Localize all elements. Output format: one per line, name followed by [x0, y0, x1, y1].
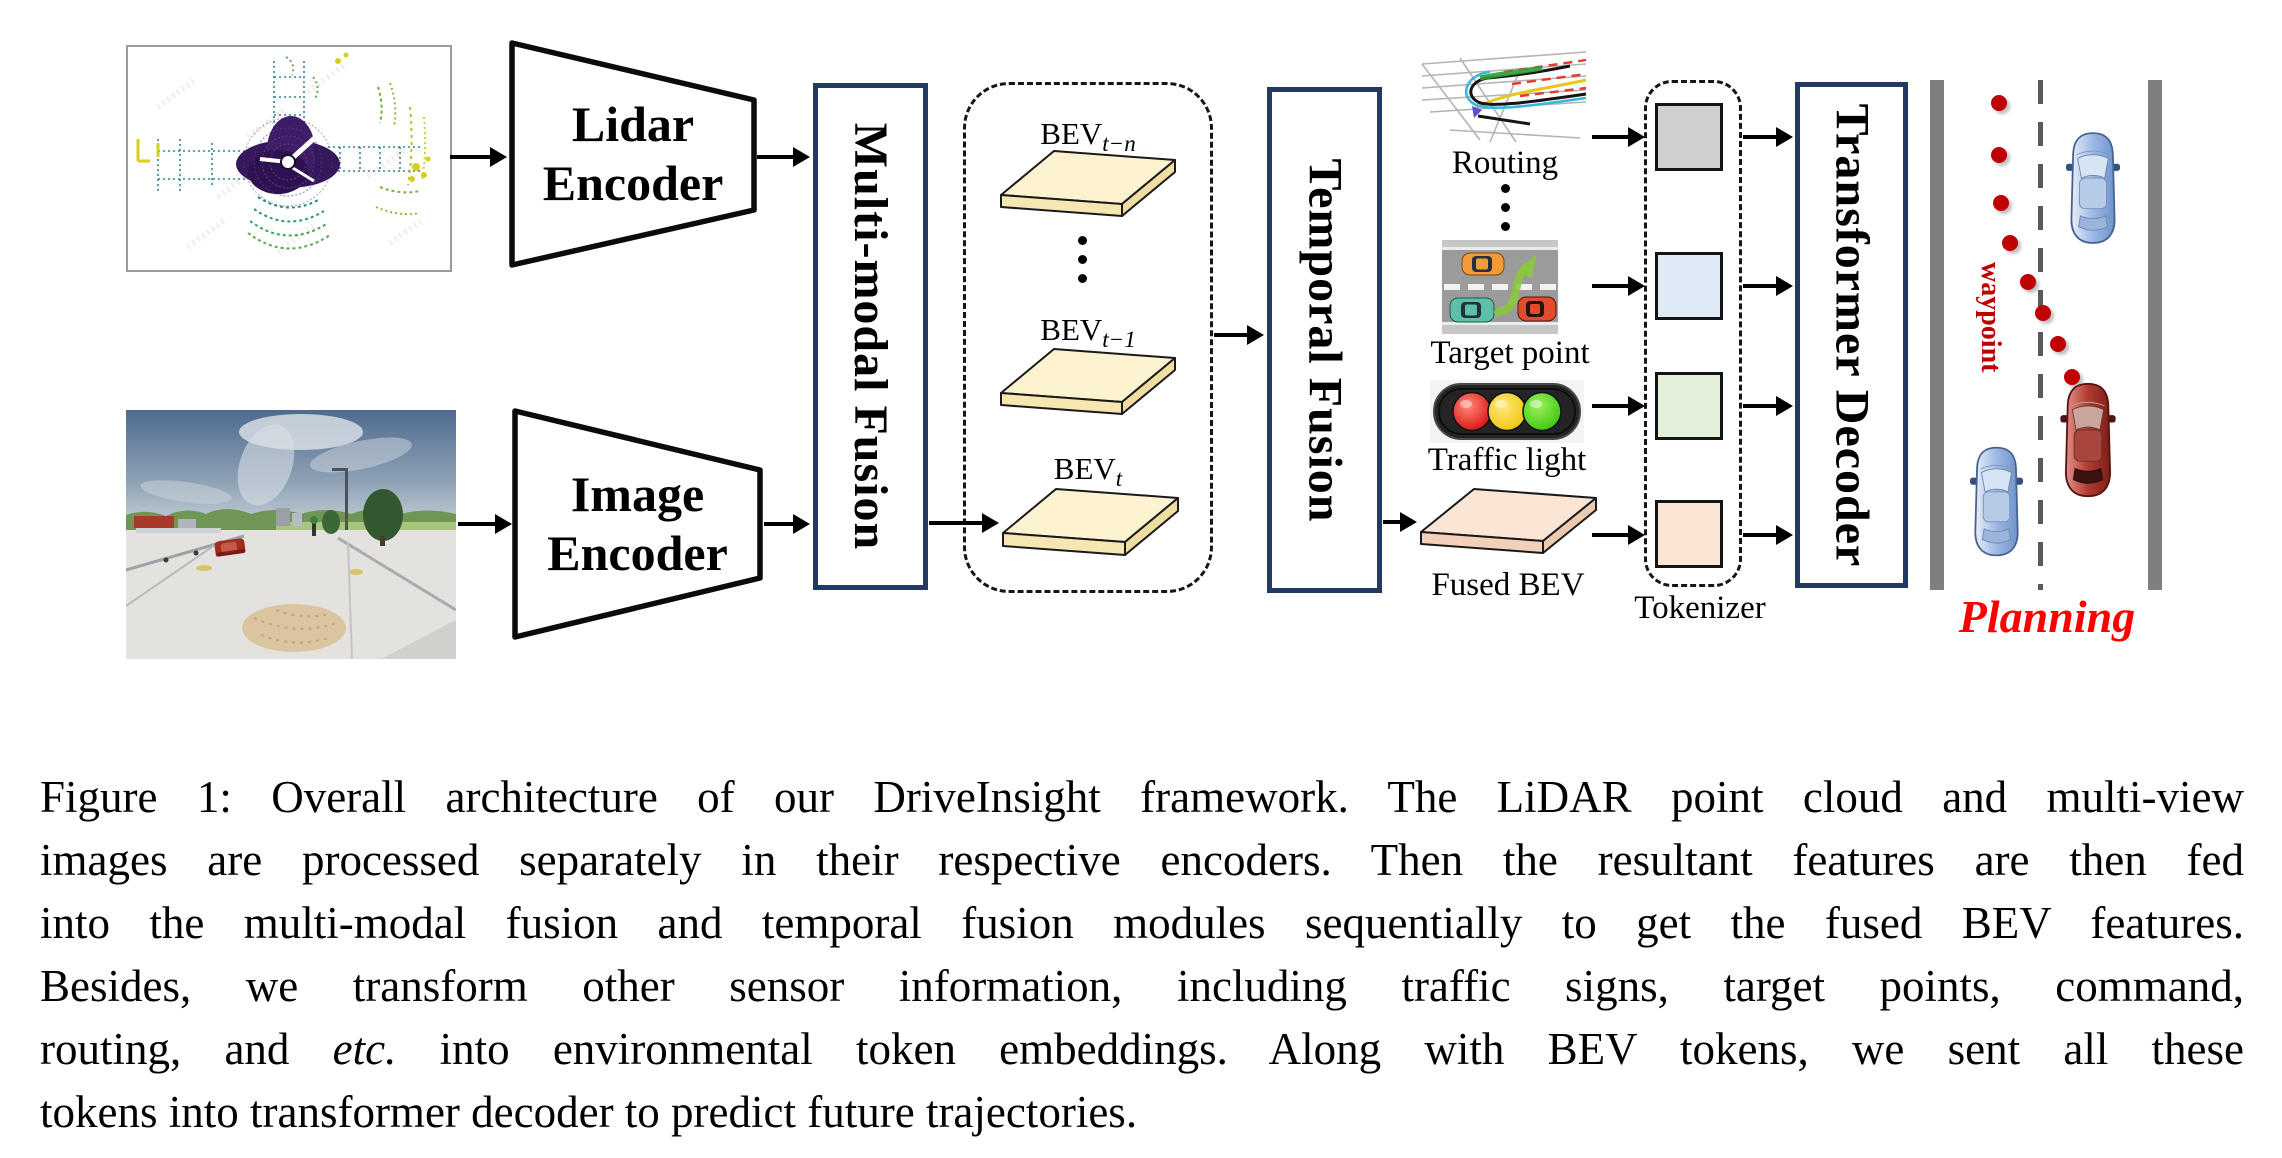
fused-bev-label: Fused BEV [1431, 567, 1585, 603]
waypoint-dot [2064, 369, 2080, 385]
caption-line: tokens into transformer decoder to predi… [40, 1087, 1138, 1137]
arrow-imageencoder-to-fusion [764, 522, 793, 526]
tokenizer-label: Tokenizer [1634, 590, 1766, 626]
image-encoder-label: Image Encoder [512, 408, 763, 640]
caption-line: into the multi-modal fusion and temporal… [40, 898, 2244, 948]
token-fused-bev [1655, 500, 1723, 568]
bev-t-slab [1002, 488, 1179, 556]
multimodal-fusion-box: Multi-modal Fusion [813, 83, 928, 590]
transformer-decoder-label: Transformer Decoder [1825, 103, 1879, 567]
arrow-lidar-to-encoder [450, 155, 490, 159]
other-car-blue-top [2066, 132, 2120, 244]
image-encoder-line2: Encoder [547, 525, 728, 581]
multimodal-fusion-label: Multi-modal Fusion [844, 122, 898, 551]
lidar-encoder-line1: Lidar [571, 96, 695, 152]
arrow-bevstack-to-temporal [1214, 333, 1247, 337]
temporal-fusion-label: Temporal Fusion [1298, 158, 1351, 522]
caption-line: routing, and etc. into environmental tok… [40, 1018, 2244, 1081]
lidar-pointcloud-graphic [136, 52, 431, 255]
caption-line: Besides, we transform other sensor infor… [40, 961, 2244, 1011]
arrow-token-routing-to-decoder [1743, 135, 1776, 139]
waypoint-dot [2020, 274, 2036, 290]
bev-ellipsis-dots [1078, 236, 1087, 283]
traffic-light-label: Traffic light [1427, 442, 1587, 478]
traffic-light-image [1430, 380, 1584, 443]
arrow-trafficlight-to-token [1592, 404, 1628, 408]
waypoint-label: waypoint [1975, 262, 2006, 373]
arrow-temporal-to-fusedbev [1383, 520, 1400, 524]
env-ellipsis-dots [1501, 184, 1510, 231]
routing-map-graphic [1421, 51, 1587, 143]
token-routing [1655, 103, 1723, 171]
bev-t-label: BEVt [963, 451, 1213, 492]
arrow-token-target-to-decoder [1743, 284, 1776, 288]
arrow-fusion-to-bevt [929, 521, 982, 525]
token-traffic-light [1655, 372, 1723, 440]
bev-sub-text: t−n [1102, 131, 1136, 157]
arrow-routing-to-token [1592, 135, 1628, 139]
bev-t-minus-1-label: BEVt−1 [963, 312, 1213, 353]
waypoint-dot [1991, 95, 2007, 111]
bev-t-minus-n-slab [1000, 150, 1176, 217]
bev-t-minus-n-label: BEVt−n [963, 116, 1213, 157]
street-scene-graphic [126, 410, 456, 659]
image-encoder-shape [512, 408, 763, 640]
token-target-point [1655, 252, 1723, 320]
tokenizer-group [1644, 80, 1742, 587]
camera-street-image [126, 410, 456, 659]
routing-label: Routing [1451, 145, 1559, 181]
transformer-decoder-box: Transformer Decoder [1795, 82, 1908, 588]
bev-sub-text: t−1 [1102, 327, 1136, 353]
planning-label: Planning [1958, 591, 2136, 642]
bev-history-group [963, 82, 1213, 593]
caption-text: into environmental token embeddings. Alo… [396, 1024, 2245, 1074]
waypoint-dot [2002, 235, 2018, 251]
waypoint-dot [2035, 305, 2051, 321]
bev-t-minus-1-slab [1000, 348, 1176, 415]
arrow-fusedbev-to-token [1592, 533, 1628, 537]
fused-bev-slab [1420, 488, 1597, 554]
temporal-fusion-box: Temporal Fusion [1267, 87, 1382, 593]
arrow-token-traffic-to-decoder [1743, 404, 1776, 408]
lidar-encoder-label: Lidar Encoder [509, 40, 757, 268]
traffic-light-graphic [1430, 380, 1584, 443]
waypoint-dot [2050, 336, 2066, 352]
figure-caption: Figure 1: Overall architecture of our Dr… [40, 766, 2244, 1144]
target-point-image [1442, 240, 1558, 334]
arrow-lidarencoder-to-fusion [757, 155, 793, 159]
arrow-token-bev-to-decoder [1743, 533, 1776, 537]
routing-map-image [1420, 50, 1588, 145]
bev-sub-text: t [1115, 466, 1123, 492]
bev-base-text: BEV [1040, 312, 1103, 347]
road-right-edge [2148, 80, 2162, 590]
caption-line: Figure 1: Overall architecture of our Dr… [40, 772, 2244, 822]
lidar-pointcloud-image [126, 45, 452, 272]
ego-car-blue-bottom [1970, 446, 2023, 557]
target-point-graphic [1442, 240, 1558, 334]
waypoint-dot [1993, 195, 2009, 211]
bev-base-text: BEV [1040, 116, 1103, 151]
road-left-edge [1930, 80, 1944, 590]
other-car-red [2060, 382, 2116, 498]
waypoint-dot [1991, 147, 2007, 163]
bev-base-text: BEV [1053, 451, 1116, 486]
target-point-label: Target point [1430, 335, 1590, 371]
caption-line: images are processed separately in their… [40, 835, 2244, 885]
caption-etc-italic: etc. [332, 1024, 397, 1074]
arrow-targetpoint-to-token [1592, 284, 1628, 288]
lidar-encoder-line2: Encoder [542, 155, 724, 211]
road-center-dashed-line [2038, 80, 2043, 590]
lidar-encoder-shape [509, 40, 757, 268]
arrow-image-to-encoder [458, 522, 495, 526]
image-encoder-line1: Image [570, 466, 705, 522]
caption-text: routing, and [40, 1024, 333, 1074]
